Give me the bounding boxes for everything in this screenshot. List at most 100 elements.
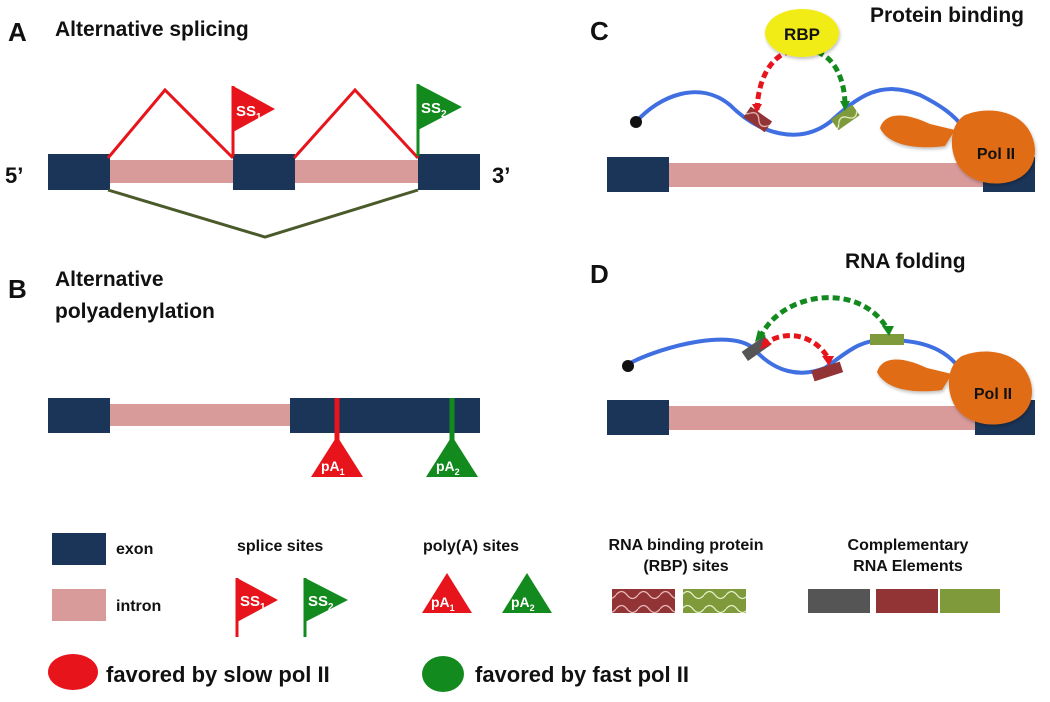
legend-slow-dot-icon — [48, 654, 98, 690]
legend-ss1-flag-icon: SS1 — [235, 578, 278, 637]
pol-ii-c-label: Pol II — [977, 146, 1015, 163]
ss2-flag-icon: SS2 — [416, 84, 462, 156]
exon-a1 — [48, 154, 110, 190]
element-maroon — [811, 361, 844, 382]
legend-pa2-icon: pA2 — [502, 573, 552, 613]
intron-a1 — [108, 160, 233, 183]
legend-complementary-line1: Complementary — [848, 537, 969, 554]
legend-element-olive — [940, 589, 1000, 613]
legend-splice-sites-label: splice sites — [237, 538, 323, 555]
splice-line-slow-1 — [106, 87, 235, 160]
legend-intron-swatch — [52, 589, 106, 621]
exon-a2 — [233, 154, 295, 190]
pol-ii-d-icon — [877, 351, 1032, 425]
legend-ss1-label: SS — [240, 593, 260, 610]
pa1-label: pA — [321, 458, 340, 474]
three-prime-label: 3’ — [492, 163, 510, 188]
legend-slow-label: favored by slow pol II — [106, 662, 330, 687]
legend-element-gray — [808, 589, 870, 613]
nascent-rna-c — [634, 87, 967, 137]
pol-ii-c-icon — [880, 110, 1035, 184]
splice-line-fast — [107, 188, 419, 239]
svg-text:pA2: pA2 — [436, 458, 460, 477]
panel-b-title-line1: Alternative — [55, 268, 164, 291]
svg-text:SS2: SS2 — [421, 100, 447, 120]
panel-b-letter: B — [8, 274, 27, 304]
legend-polya-sites-label: poly(A) sites — [423, 538, 519, 555]
panel-d: D RNA folding Pol II — [590, 250, 1035, 435]
legend-exon-label: exon — [116, 541, 153, 558]
exon-a3 — [418, 154, 480, 190]
legend-pa2-label: pA — [511, 594, 530, 610]
panel-a: A Alternative splicing SS1 SS2 5’ 3’ — [5, 17, 510, 239]
svg-text:SS2: SS2 — [308, 593, 334, 613]
fold-link-fast — [757, 295, 891, 340]
pa2-marker-icon: pA2 — [426, 398, 478, 477]
ss1-sub: 1 — [256, 112, 262, 123]
rbp-link-slow-arrowhead — [752, 104, 762, 113]
legend-pa1-icon: pA1 — [422, 573, 472, 613]
ss2-label: SS — [421, 100, 441, 117]
legend-rbp-sites-line1: RNA binding protein — [609, 537, 764, 554]
panel-a-title: Alternative splicing — [55, 18, 249, 41]
legend-rbp-site-slow — [612, 589, 675, 613]
legend-pa1-sub: 1 — [450, 603, 455, 613]
ss1-label: SS — [236, 103, 256, 120]
legend-pa2-sub: 2 — [530, 603, 535, 613]
intron-d — [668, 406, 978, 430]
rbp-site-slow — [743, 106, 773, 133]
panel-d-title: RNA folding — [845, 250, 966, 273]
intron-b — [108, 404, 293, 426]
pa1-sub: 1 — [340, 467, 345, 477]
legend-exon-swatch — [52, 533, 106, 565]
splice-line-slow-2 — [292, 87, 420, 160]
legend-ss2-sub: 2 — [328, 602, 334, 613]
ss1-flag-icon: SS1 — [231, 86, 275, 156]
svg-text:SS1: SS1 — [240, 593, 266, 613]
rbp-link-slow — [754, 49, 789, 111]
legend-element-maroon — [876, 589, 938, 613]
intron-a2 — [293, 160, 420, 183]
fold-link-fast-arrowhead-left — [755, 330, 766, 342]
rna-cap-d — [622, 360, 634, 372]
legend-ss1-sub: 1 — [260, 602, 266, 613]
legend-fast-dot-icon — [422, 656, 464, 692]
legend-complementary-line2: RNA Elements — [853, 558, 963, 575]
panel-a-letter: A — [8, 17, 27, 47]
pa2-label: pA — [436, 458, 455, 474]
rna-cap-c — [630, 116, 642, 128]
exon-b2 — [290, 398, 480, 433]
exon-d1 — [607, 400, 669, 435]
svg-text:pA1: pA1 — [321, 458, 345, 477]
svg-text:pA2: pA2 — [511, 594, 535, 613]
panel-d-letter: D — [590, 259, 609, 289]
legend-rbp-sites-line2: (RBP) sites — [643, 558, 728, 575]
legend-pa1-label: pA — [431, 594, 450, 610]
pa1-marker-icon: pA1 — [311, 398, 363, 477]
ss2-sub: 2 — [441, 109, 447, 120]
fold-link-slow — [761, 333, 831, 360]
rbp-label: RBP — [784, 25, 820, 44]
panel-b-title-line2: polyadenylation — [55, 300, 215, 323]
legend: exon intron splice sites SS1 SS2 poly(A)… — [48, 533, 1000, 692]
pa2-sub: 2 — [455, 467, 460, 477]
panel-c-letter: C — [590, 16, 609, 46]
rbp-protein-icon — [765, 9, 839, 57]
fold-link-slow-arrowhead-left — [760, 338, 772, 350]
rbp-link-fast — [816, 49, 848, 107]
panel-c-title: Protein binding — [870, 4, 1024, 27]
panel-c: C Protein binding RBP Pol II — [590, 4, 1035, 192]
legend-ss2-flag-icon: SS2 — [303, 578, 348, 637]
rbp-link-fast-arrowhead — [840, 101, 850, 111]
fold-link-slow-arrowhead-right — [822, 356, 834, 366]
rbp-site-fast — [830, 104, 860, 131]
panel-b: B Alternative polyadenylation pA1 pA2 — [8, 268, 480, 477]
legend-rbp-site-fast — [683, 589, 746, 613]
element-olive — [870, 334, 904, 345]
fold-link-fast-arrowhead-right — [882, 326, 894, 336]
five-prime-label: 5’ — [5, 163, 23, 188]
legend-intron-label: intron — [116, 598, 161, 615]
legend-fast-label: favored by fast pol II — [475, 662, 689, 687]
exon-c1 — [607, 157, 669, 192]
